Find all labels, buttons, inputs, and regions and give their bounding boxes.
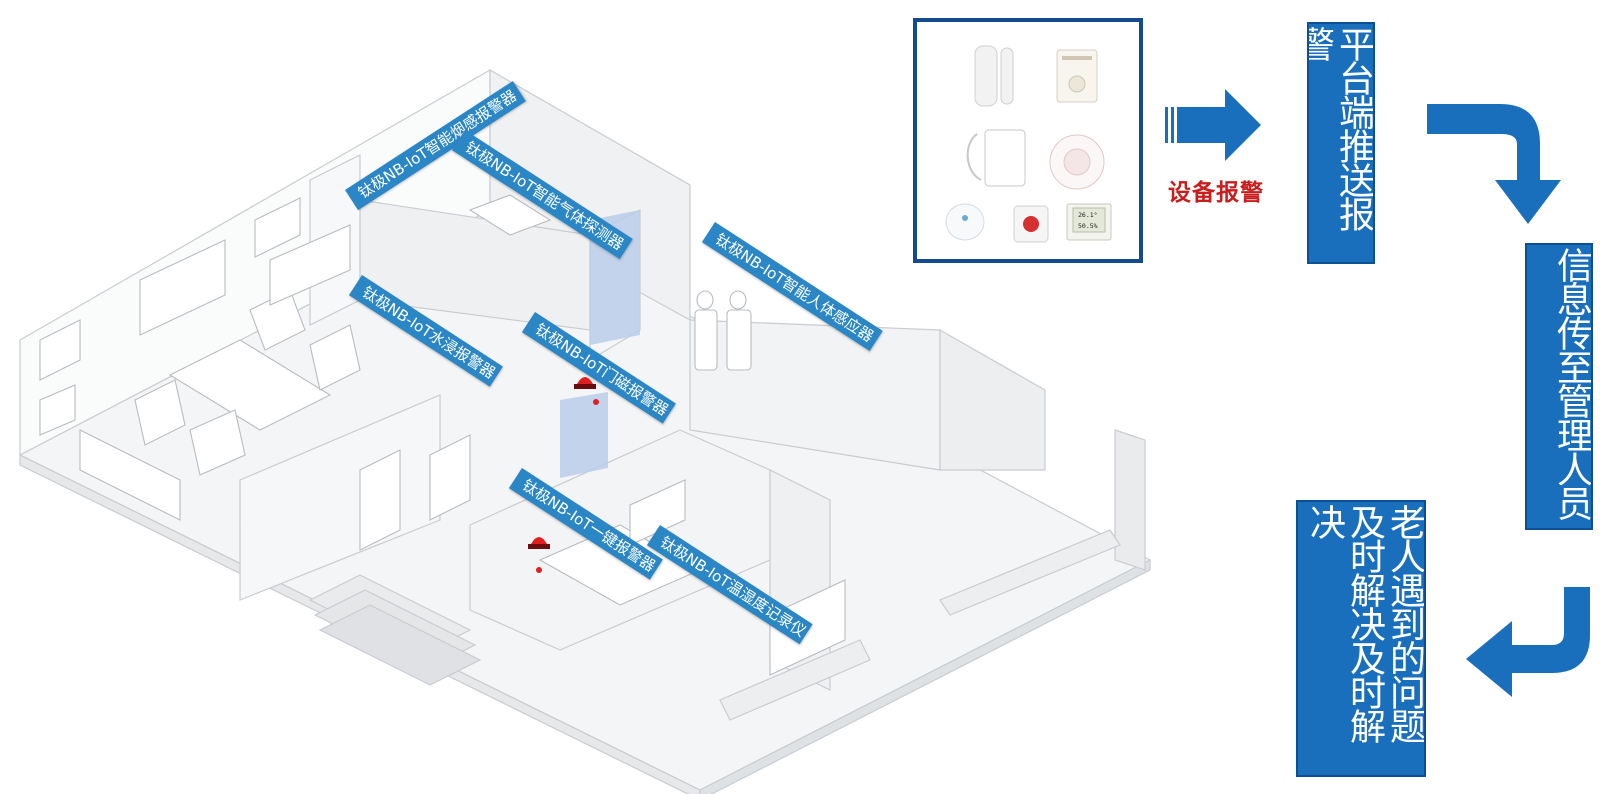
resolve-box: 老人遇到的问题及时解决及时解决 <box>1296 500 1426 777</box>
curved-arrow-left-icon <box>1466 587 1590 697</box>
window-2 <box>139 239 226 336</box>
armchair-3 <box>134 379 186 446</box>
door-highlight-2 <box>560 392 608 478</box>
side-cabinet <box>39 384 76 436</box>
siren-icon <box>574 377 599 405</box>
device-panel-art: 26.1° 50.5% <box>945 45 1112 243</box>
armchair-4 <box>189 409 246 476</box>
right-arrow-icon <box>1165 89 1261 161</box>
water-sensor-icon <box>966 129 1026 187</box>
curved-arrow-down-icon <box>1427 104 1561 224</box>
pir-sensor-icon <box>945 203 985 241</box>
thermo-humidity-readout: 50.5% <box>1078 222 1098 230</box>
person-1 <box>696 290 714 310</box>
dining-table <box>468 194 552 236</box>
cabinet <box>429 434 471 521</box>
person-2 <box>729 290 747 310</box>
armchair-2 <box>309 324 361 391</box>
bench <box>939 529 1121 616</box>
smoke-detector-icon <box>1049 134 1105 190</box>
shelf <box>359 449 401 551</box>
window-1 <box>39 319 81 381</box>
bottom-bench <box>719 639 871 721</box>
steps-3 <box>318 604 482 686</box>
person-2-body <box>726 309 752 371</box>
thermo-temp-readout: 26.1° <box>1078 211 1098 219</box>
device-alarm-label: 设备报警 <box>1168 180 1264 206</box>
corner-wall <box>1114 429 1146 571</box>
siren-icon <box>528 537 550 573</box>
floor-edge-right <box>699 559 1151 794</box>
kitchen-counter <box>269 224 351 306</box>
right-room-wall-2 <box>939 328 1046 471</box>
dresser <box>629 479 686 546</box>
platform-push-box: 平台端推送报警 <box>1307 22 1375 264</box>
notify-manager-box: 信息传至管理人员 <box>1525 243 1593 530</box>
tv-unit <box>79 429 181 521</box>
person-1-body <box>694 309 718 371</box>
picture-frame <box>254 197 301 258</box>
door-sensor-icon <box>974 45 1014 107</box>
gas-detector-icon <box>1056 49 1098 103</box>
device-panel: 26.1° 50.5% <box>913 18 1143 263</box>
sos-button-icon <box>1013 205 1049 243</box>
living-front-wall <box>239 394 441 601</box>
thermo-hygrometer-icon <box>1066 203 1112 241</box>
